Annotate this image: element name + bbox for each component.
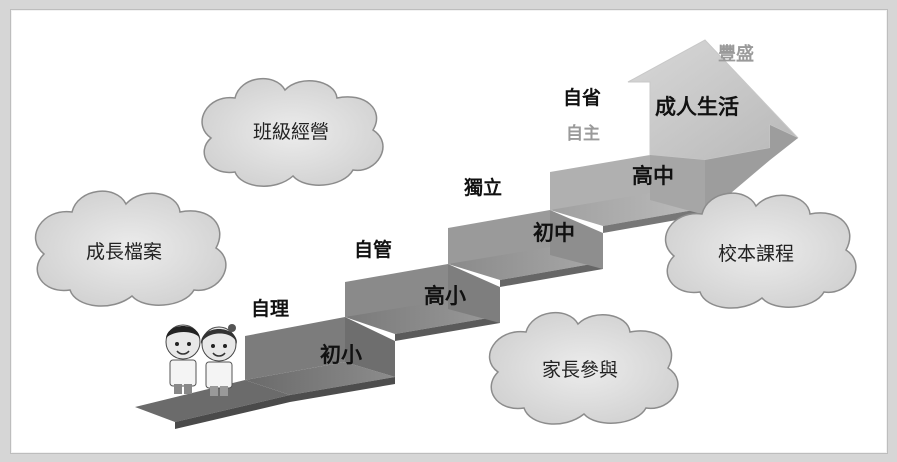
cloud-text-4: 家長參與 <box>542 359 618 381</box>
peak-label: 豐盛 <box>718 43 754 65</box>
top-arrow-side <box>705 125 798 215</box>
cloud-text-2: 成長檔案 <box>86 241 162 263</box>
step-4-riser <box>550 155 650 210</box>
cloud-growth-portfolio: 成長檔案 <box>34 190 227 307</box>
top-label: 成人生活 <box>655 95 739 119</box>
side-label-2: 自管 <box>354 238 392 261</box>
stair-floor-front <box>175 395 290 429</box>
step-4-side <box>603 208 705 233</box>
stair-floor <box>135 380 290 422</box>
step-2-vertical <box>345 317 395 377</box>
step-3-vertical <box>448 264 500 323</box>
step-2-side <box>395 316 500 341</box>
side-label-top: 自省 <box>563 86 601 109</box>
step-1-front <box>290 377 395 402</box>
step-1-tread <box>245 362 395 395</box>
cloud-school-curriculum: 校本課程 <box>664 192 857 309</box>
step-3-side <box>500 262 603 287</box>
step-2-riser <box>345 264 448 317</box>
step-label-4: 高中 <box>632 164 674 188</box>
side-label-3: 獨立 <box>463 176 502 199</box>
cloud-parent-participation: 家長參與 <box>488 311 679 425</box>
cloud-text-1: 班級經營 <box>253 121 329 143</box>
step-label-1: 初小 <box>320 343 362 367</box>
step-3-riser <box>448 210 550 264</box>
side-label-1: 自理 <box>251 297 289 320</box>
children-icon <box>165 324 238 396</box>
step-label-2: 高小 <box>424 284 466 308</box>
step-1-riser <box>245 317 345 380</box>
step-4-vertical <box>550 210 603 269</box>
boy-figure <box>165 324 201 394</box>
step-label-3: 初中 <box>533 221 575 245</box>
top-vertical <box>650 155 705 215</box>
cloud-text-3: 校本課程 <box>718 243 794 265</box>
cloud-class-management: 班級經營 <box>201 77 384 187</box>
side-label-4: 自主 <box>566 123 600 144</box>
girl-figure <box>200 324 238 396</box>
